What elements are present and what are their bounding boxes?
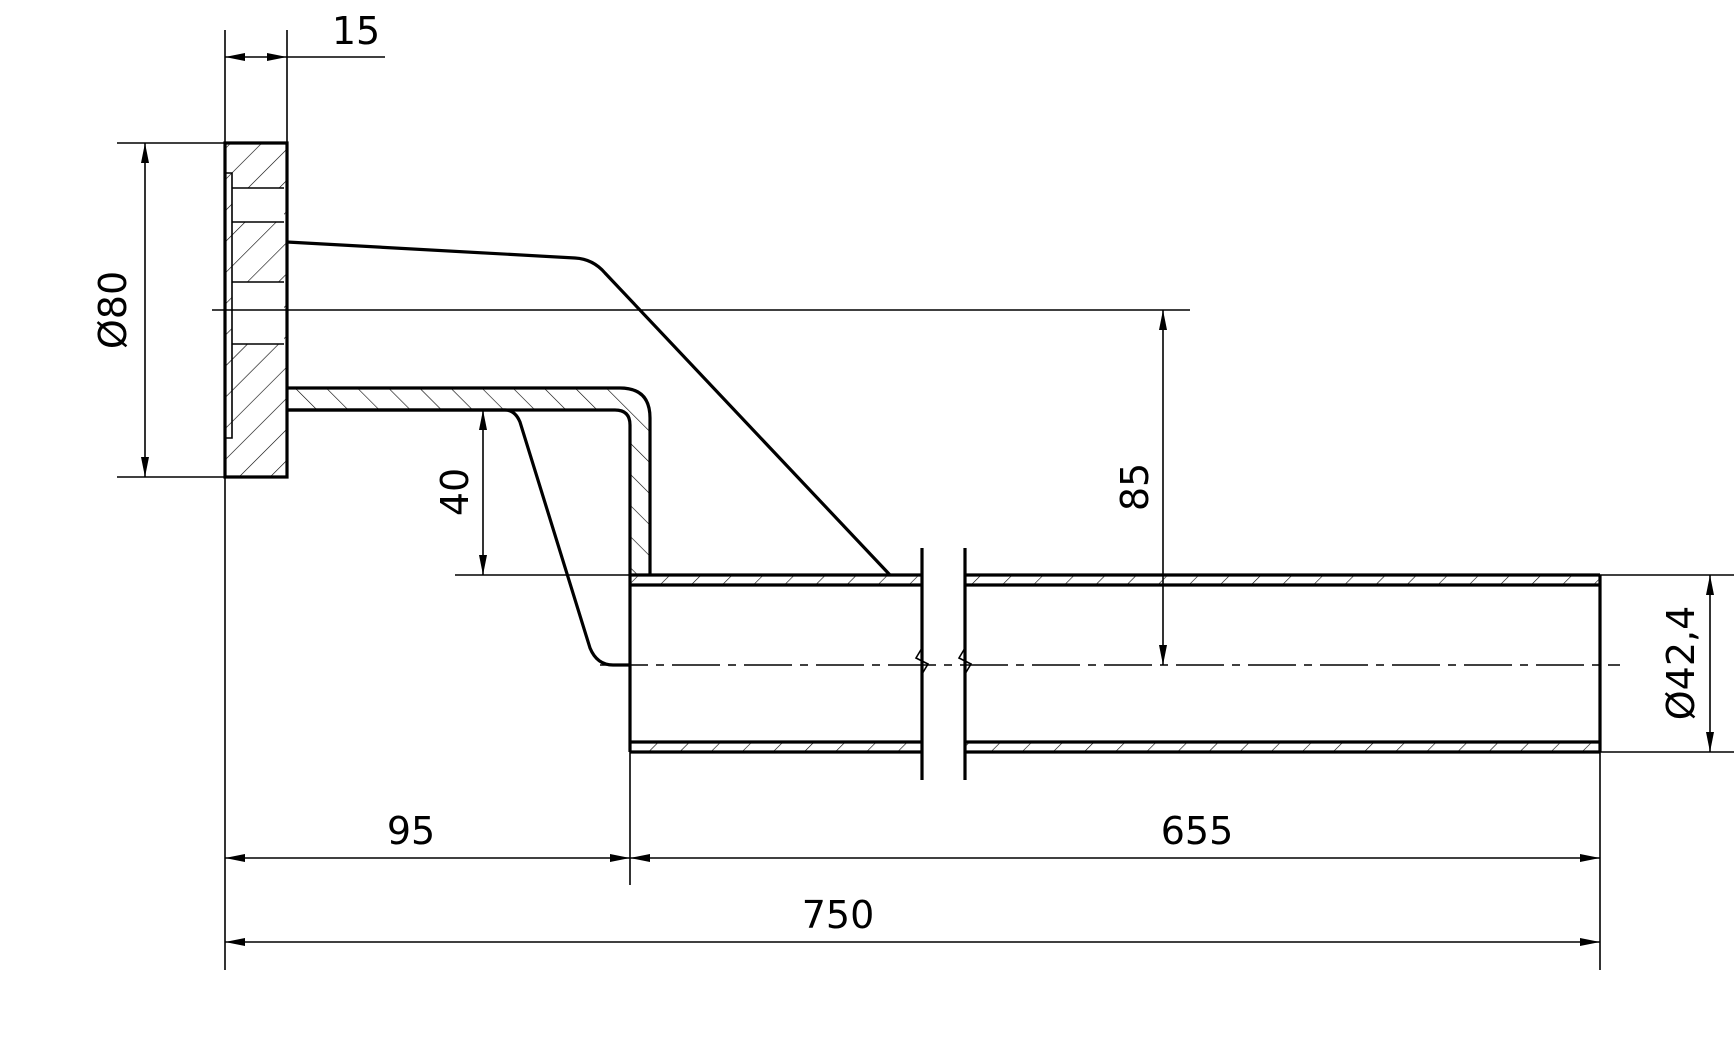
pipe: [628, 573, 1602, 754]
dim-flange-thickness: 15: [332, 9, 380, 53]
extension-lines: [117, 30, 1734, 970]
dim-length-bracket: 95: [387, 809, 435, 853]
dim-length-pipe: 655: [1161, 809, 1234, 853]
dimension-lines: [141, 53, 1714, 946]
dim-flange-diameter: Ø80: [91, 271, 135, 349]
bracket-arm: [287, 386, 652, 575]
dim-offset-axis: 85: [1113, 463, 1157, 511]
dim-pipe-diameter: Ø42,4: [1659, 606, 1703, 721]
dim-length-total: 750: [802, 893, 875, 937]
support-rib: [286, 240, 892, 667]
dim-offset-upper: 40: [433, 468, 477, 516]
break-symbol: [914, 548, 973, 780]
